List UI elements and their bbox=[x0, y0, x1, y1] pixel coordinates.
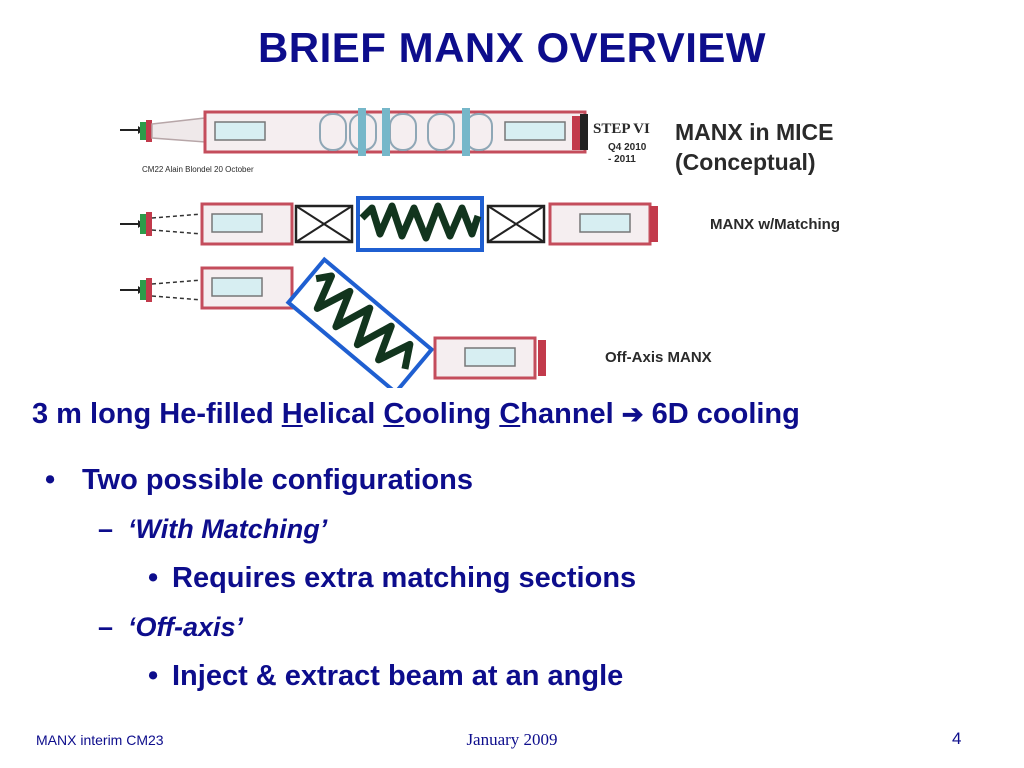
subtitle-part: ooling bbox=[404, 398, 500, 430]
subtitle-part: 6D cooling bbox=[643, 398, 800, 430]
offaxis-label: Off-Axis MANX bbox=[605, 349, 712, 366]
bullet-item: • Requires extra matching sections bbox=[148, 562, 636, 595]
bullet-marker: – bbox=[98, 612, 114, 642]
bullet-text: Two possible configurations bbox=[82, 464, 473, 496]
mice-row: CM22 Alain Blondel 20 October STEP VI Q4… bbox=[120, 108, 833, 175]
subtitle-underlined-c: C bbox=[499, 398, 521, 430]
subtitle-part: 3 m long He-filled bbox=[32, 398, 282, 430]
manx-mice-label-line2: (Conceptual) bbox=[675, 149, 816, 175]
bullet-text: ‘Off-axis’ bbox=[128, 612, 244, 642]
matching-label: MANX w/Matching bbox=[710, 216, 840, 233]
arrow-right-icon: ➔ bbox=[621, 399, 644, 429]
bullet-item: • Inject & extract beam at an angle bbox=[148, 660, 623, 693]
bullet-text: ‘With Matching’ bbox=[128, 514, 328, 544]
step-label: STEP VI bbox=[593, 121, 650, 137]
bullet-text: Requires extra matching sections bbox=[172, 562, 637, 594]
page-number: 4 bbox=[952, 729, 962, 748]
bullet-marker: – bbox=[98, 514, 114, 544]
bullet-text: Inject & extract beam at an angle bbox=[172, 660, 624, 692]
slide-title: BRIEF MANX OVERVIEW bbox=[257, 24, 767, 71]
subtitle: 3 m long He-filled Helical Cooling Chann… bbox=[32, 398, 800, 431]
manx-configurations-figure: CM22 Alain Blondel 20 October STEP VI Q4… bbox=[120, 108, 840, 388]
bullet-item: • Two possible configurations bbox=[45, 464, 473, 497]
manx-mice-label-line1: MANX in MICE bbox=[675, 119, 833, 145]
subtitle-underlined-h: H bbox=[281, 398, 303, 430]
bullet-marker: • bbox=[45, 464, 56, 496]
subtitle-underlined-c: C bbox=[383, 398, 405, 430]
date-line-1: Q4 2010 bbox=[608, 142, 647, 153]
footer-left: MANX interim CM23 bbox=[36, 732, 164, 748]
footer-date: January 2009 bbox=[466, 730, 558, 749]
subtitle-part: hannel bbox=[520, 398, 622, 430]
bullet-marker: • bbox=[148, 660, 159, 692]
date-line-2: - 2011 bbox=[608, 154, 636, 165]
credit-label: CM22 Alain Blondel 20 October bbox=[142, 165, 254, 174]
bullet-marker: • bbox=[148, 562, 159, 594]
subtitle-part: elical bbox=[302, 398, 384, 430]
bullet-item: –‘Off-axis’ bbox=[98, 612, 243, 643]
matching-row: MANX w/Matching bbox=[120, 196, 840, 252]
bullet-item: –‘With Matching’ bbox=[98, 514, 327, 545]
offaxis-row: Off-Axis MANX bbox=[120, 256, 712, 388]
